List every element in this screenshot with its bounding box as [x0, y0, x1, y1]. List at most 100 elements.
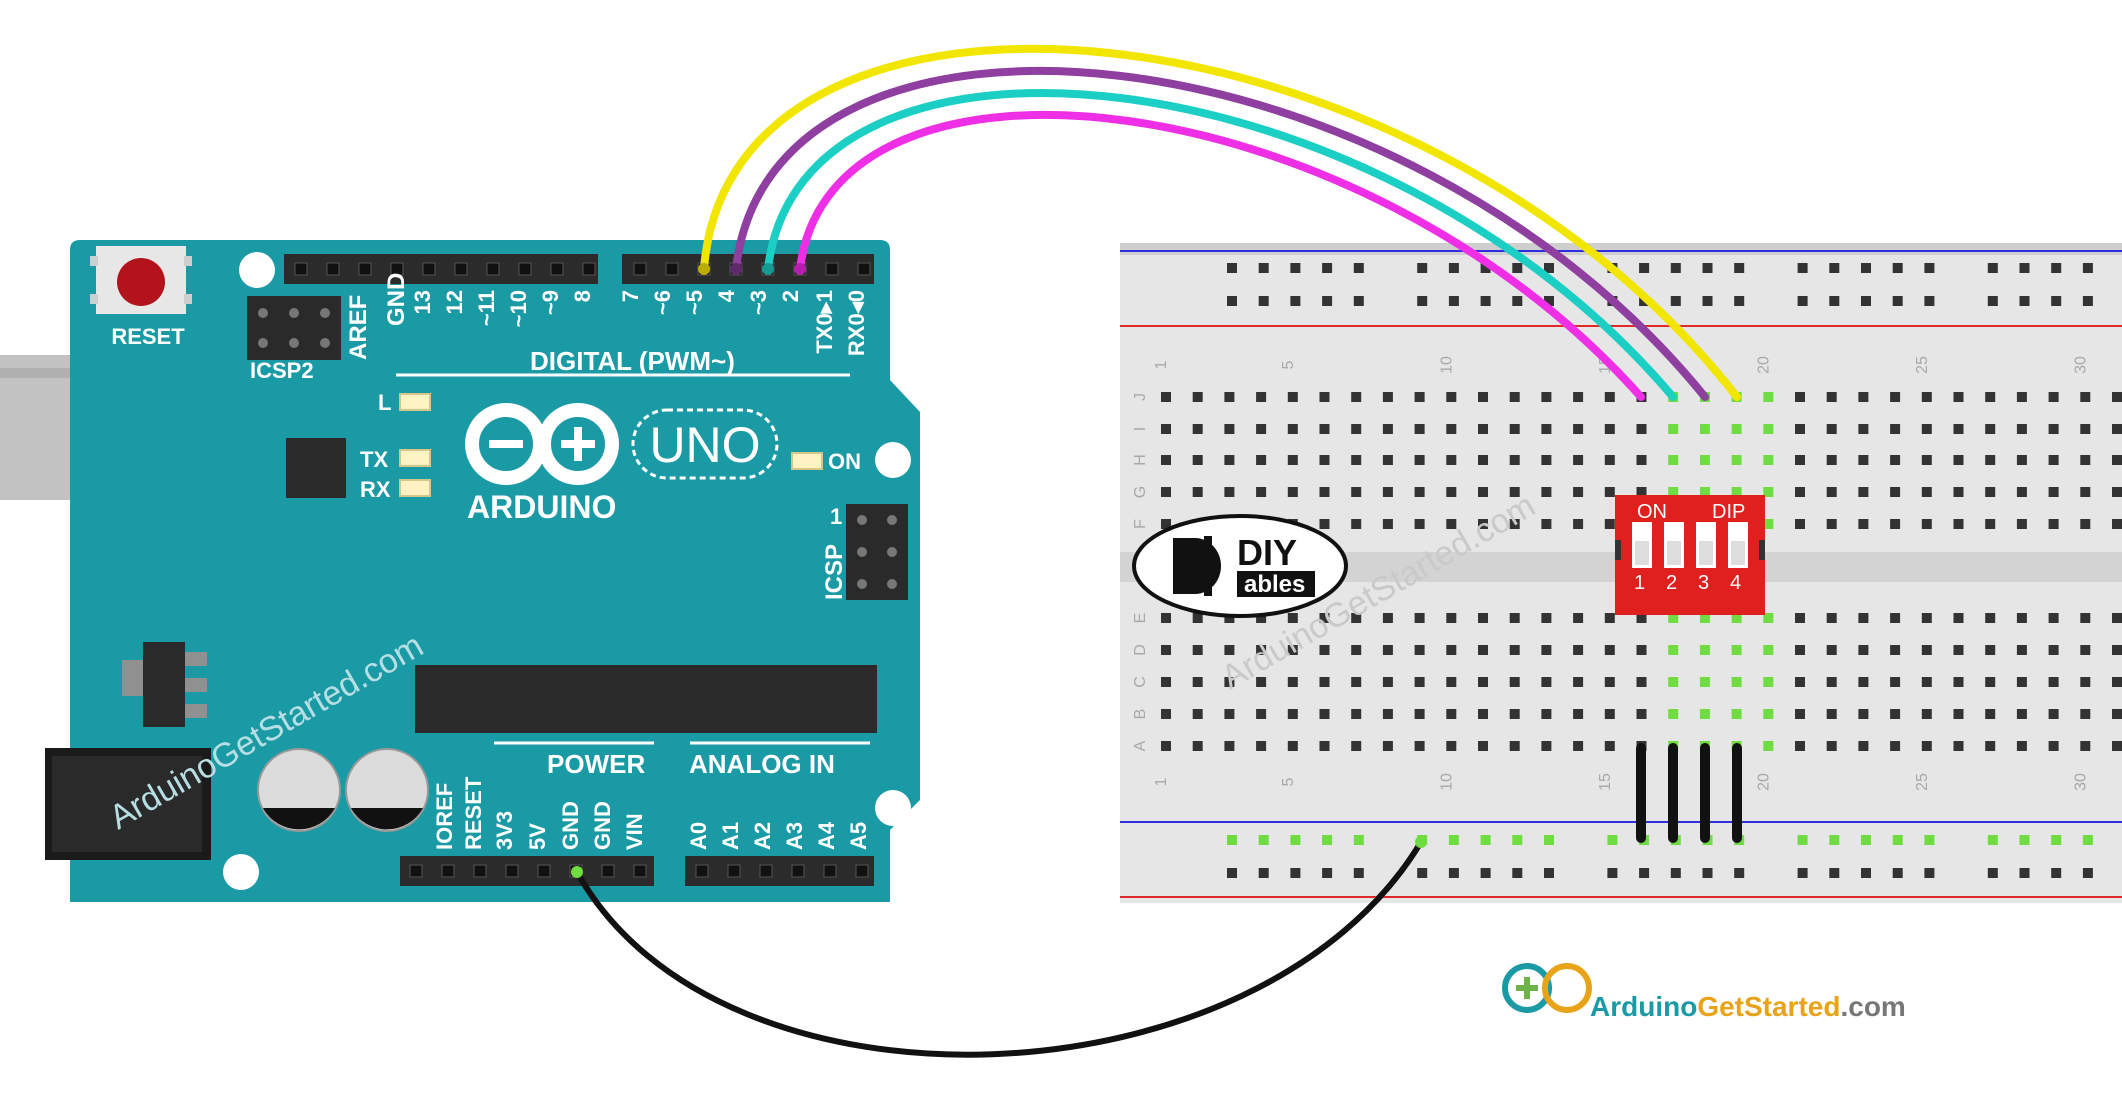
power-pin-label: 5V: [525, 823, 550, 850]
wire-end: [571, 866, 583, 878]
arduino-infinity-logo-icon: [465, 403, 619, 485]
breadboard-hole: [1256, 392, 1267, 402]
breadboard-hole: [1573, 424, 1584, 434]
rail-hole: [1544, 263, 1554, 273]
wire-yellow: [700, 44, 1741, 401]
breadboard-hole: [1763, 645, 1774, 655]
rail-hole: [1290, 263, 1301, 273]
rail-hole: [1227, 263, 1237, 273]
breadboard-hole: [1858, 455, 1869, 465]
rail-hole: [1417, 296, 1428, 306]
breadboard-hole: [1604, 613, 1615, 623]
breadboard-hole: [1509, 455, 1520, 465]
rail-hole: [1987, 835, 1998, 845]
breadboard-hole: [2016, 677, 2027, 687]
breadboard-hole: [1478, 613, 1488, 623]
header-pin: [823, 864, 837, 878]
breadboard-hole: [1446, 645, 1457, 655]
rail-hole: [1861, 296, 1871, 306]
breadboard-hole: [1890, 455, 1901, 465]
icsp-label: ICSP: [821, 544, 848, 600]
rail-hole: [1448, 835, 1459, 845]
breadboard-hole: [2048, 424, 2059, 434]
rail-hole: [1512, 296, 1523, 306]
led-l: L: [378, 390, 431, 415]
breadboard-hole: [1509, 677, 1520, 687]
svg-text:ArduinoGetStarted.com: ArduinoGetStarted.com: [1590, 991, 1906, 1022]
breadboard-hole: [1921, 709, 1932, 719]
breadboard-hole: [1731, 645, 1742, 655]
breadboard-hole: [1319, 677, 1330, 687]
breadboard-hole: [2080, 424, 2091, 434]
bottom-header-power: [400, 856, 654, 886]
dip-switch-3[interactable]: 3: [1696, 522, 1716, 594]
breadboard-hole: [1351, 677, 1362, 687]
top-pin-label: TX0▸1: [812, 290, 837, 354]
breadboard-hole: [2112, 455, 2122, 465]
bottom-header-pins: [409, 864, 869, 878]
power-pin-label: VIN: [622, 813, 647, 850]
wire-end: [698, 263, 710, 275]
breadboard-hole: [1509, 392, 1520, 402]
breadboard-hole: [1921, 487, 1932, 497]
header-pin: [550, 262, 564, 276]
breadboard-hole: [1382, 709, 1393, 719]
breadboard-hole: [1668, 677, 1679, 687]
breadboard-hole: [1795, 645, 1805, 655]
breadboard-hole: [1446, 677, 1457, 687]
breadboard-hole: [2016, 613, 2027, 623]
rail-hole: [2051, 263, 2062, 273]
dip-switch-2[interactable]: 2: [1664, 522, 1684, 594]
reset-button-cap[interactable]: [117, 258, 165, 306]
row-letter: I: [1132, 427, 1149, 431]
breadboard-hole: [1890, 424, 1901, 434]
rail-hole: [1734, 296, 1745, 306]
breadboard-hole: [1161, 645, 1171, 655]
breadboard-hole: [1541, 455, 1552, 465]
breadboard-hole: [2016, 645, 2027, 655]
top-pin-label: 12: [442, 290, 467, 314]
breadboard-hole: [1319, 645, 1330, 655]
breadboard-hole: [1763, 392, 1774, 402]
rail-hole: [1322, 296, 1333, 306]
rail-hole: [1512, 835, 1523, 845]
top-pin-label: ~6: [650, 290, 675, 315]
dip-switch-4[interactable]: 4: [1728, 522, 1748, 594]
rail-hole: [1829, 868, 1840, 878]
rail-hole: [1892, 868, 1903, 878]
power-pin-label: IOREF: [432, 783, 457, 850]
voltage-regulator: [122, 642, 207, 727]
breadboard-hole: [1509, 741, 1520, 751]
breadboard-hole: [1256, 424, 1267, 434]
rx-label: RX: [360, 477, 391, 502]
breadboard-hole: [1446, 455, 1457, 465]
breadboard-hole: [1668, 645, 1679, 655]
top-pin-label: ~11: [474, 290, 499, 326]
breadboard-hole: [1795, 519, 1805, 529]
header-pin: [665, 262, 679, 276]
breadboard-hole: [1636, 677, 1647, 687]
row-letter: C: [1132, 676, 1149, 688]
rail-hole: [1734, 263, 1745, 273]
dip-switch-1[interactable]: 1: [1632, 522, 1652, 594]
breadboard-hole: [1224, 613, 1235, 623]
breadboard-hole: [1826, 677, 1837, 687]
breadboard-hole: [1414, 645, 1425, 655]
breadboard-hole: [1224, 645, 1235, 655]
rail-hole: [1639, 868, 1650, 878]
breadboard-hole: [1287, 487, 1298, 497]
breadboard-hole: [1573, 455, 1584, 465]
breadboard-hole: [1731, 487, 1742, 497]
breadboard-hole: [2080, 709, 2091, 719]
breadboard-hole: [1826, 455, 1837, 465]
led-tx: TX: [360, 447, 431, 472]
header-pin: [486, 262, 500, 276]
breadboard-hole: [1351, 424, 1362, 434]
tx-label: TX: [360, 447, 388, 472]
rail-hole: [1417, 868, 1428, 878]
breadboard-hole: [1478, 741, 1488, 751]
reset-button[interactable]: [90, 246, 192, 314]
breadboard-hole: [1604, 741, 1615, 751]
rail-hole: [1353, 868, 1364, 878]
